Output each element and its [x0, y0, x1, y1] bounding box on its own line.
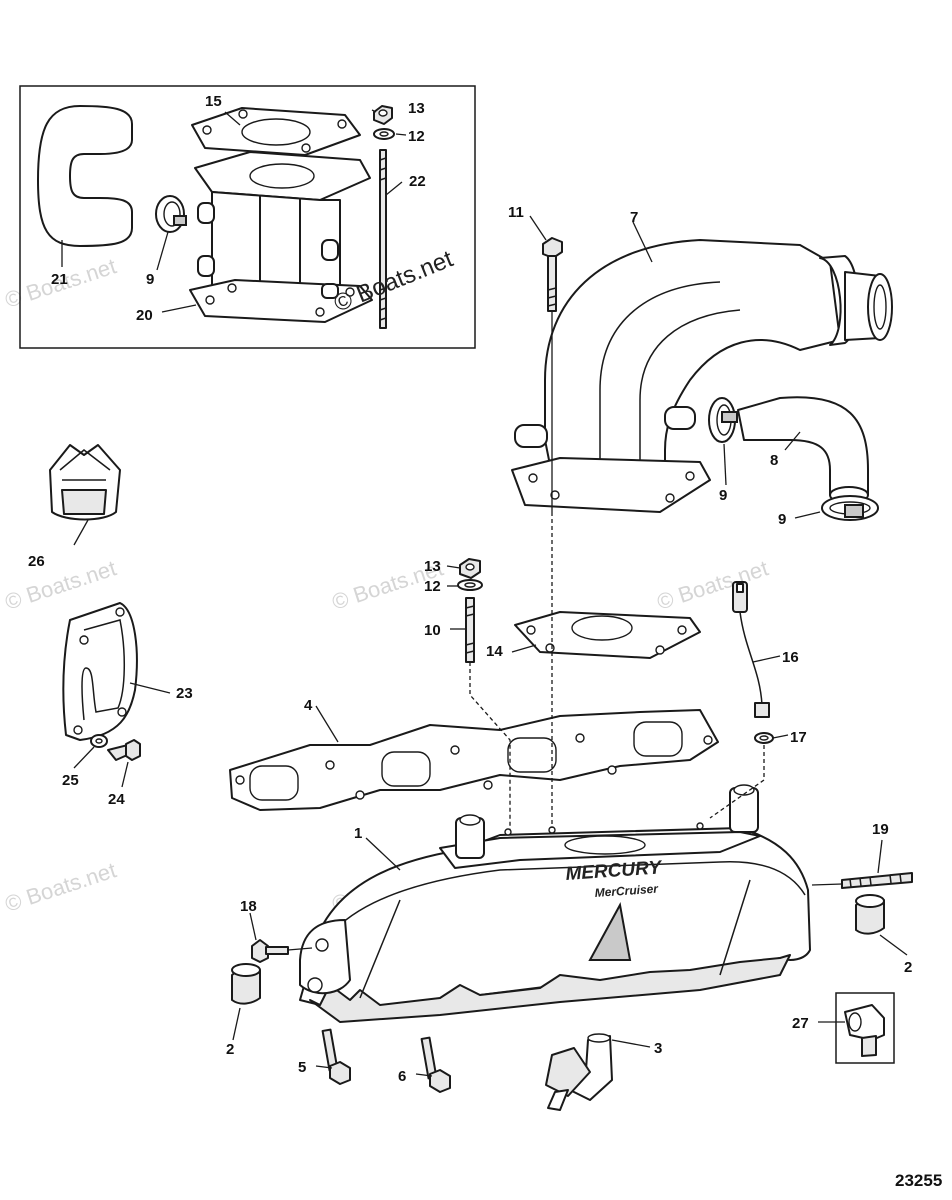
- gasket-23: [62, 602, 138, 741]
- callout-2-right: 2: [904, 959, 912, 976]
- gasket-14: [514, 611, 701, 659]
- hose-8: [737, 396, 869, 504]
- nut-13-inset: [373, 105, 393, 125]
- callout-25: 25: [62, 772, 79, 789]
- stud-22: [379, 149, 387, 329]
- gasket-15: [191, 107, 361, 156]
- clamp-9-inset: [155, 195, 187, 233]
- bolt-5: [321, 1028, 351, 1085]
- clamp-9-upper: [708, 397, 738, 443]
- inset-frame: [19, 85, 476, 349]
- plug-2-right: [855, 894, 885, 935]
- exhaust-manifold-1: MERCURY MerCruiser: [299, 784, 811, 1023]
- bolt-11: [542, 237, 563, 312]
- sensor-16: [732, 581, 770, 718]
- callout-11: 11: [508, 204, 524, 221]
- exhaust-elbow-7: [511, 239, 893, 513]
- stud-10: [465, 597, 475, 663]
- hose-21: [37, 105, 133, 247]
- watermark-inset: © Boats.net: [330, 245, 457, 317]
- callout-2-left: 2: [226, 1041, 234, 1058]
- callout-27: 27: [792, 1015, 809, 1032]
- nut-13: [459, 558, 481, 579]
- elbow-fitting-27: [844, 1004, 885, 1057]
- plug-2-left: [231, 963, 261, 1005]
- callout-13: 13: [424, 558, 441, 575]
- callout-23: 23: [176, 685, 193, 702]
- callout-13-inset: 13: [408, 100, 425, 117]
- callout-5: 5: [298, 1059, 306, 1076]
- washer-12: [457, 579, 483, 591]
- callout-6: 6: [398, 1068, 406, 1085]
- callout-24: 24: [108, 791, 125, 808]
- callout-19: 19: [872, 821, 889, 838]
- callout-10: 10: [424, 622, 441, 639]
- watermark: © Boats.net: [2, 555, 119, 614]
- o-ring-17: [754, 732, 774, 744]
- inset-frame-27: [835, 992, 895, 1064]
- stud-19: [841, 872, 913, 889]
- watermark: © Boats.net: [2, 857, 119, 916]
- callout-12-inset: 12: [408, 128, 425, 145]
- leader-lines: [61, 109, 908, 1077]
- callout-4: 4: [304, 697, 313, 714]
- cover-26: [49, 444, 121, 521]
- callout-22: 22: [409, 173, 426, 190]
- washer-12-inset: [373, 128, 395, 140]
- callout-12: 12: [424, 578, 441, 595]
- callout-14: 14: [486, 643, 503, 660]
- callout-26: 26: [28, 553, 45, 570]
- callouts: 15 13 12 22 21 9 20 11 7 8 9 9 26 13 12 …: [28, 93, 912, 1085]
- gasket-4: [229, 709, 719, 811]
- bolt-24: [107, 739, 141, 761]
- watermark: © Boats.net: [654, 555, 771, 614]
- fitting-3: [545, 1033, 613, 1111]
- callout-9-inset: 9: [146, 271, 154, 288]
- clamp-9-lower: [821, 495, 879, 521]
- callout-9-lower: 9: [778, 511, 786, 528]
- bolt-6: [420, 1036, 451, 1093]
- callout-9-upper: 9: [719, 487, 727, 504]
- washer-25: [90, 734, 108, 748]
- callout-7: 7: [630, 209, 638, 226]
- callout-20: 20: [136, 307, 153, 324]
- bolt-18: [251, 939, 289, 963]
- callout-15: 15: [205, 93, 222, 110]
- callout-18: 18: [240, 898, 257, 915]
- callout-21: 21: [51, 271, 68, 288]
- callout-3: 3: [654, 1040, 662, 1057]
- callout-1: 1: [354, 825, 362, 842]
- riser-20: [189, 151, 373, 323]
- brand-logo-bottom: MerCruiser: [594, 882, 660, 900]
- figure-number: 23255: [895, 1171, 942, 1190]
- callout-17: 17: [790, 729, 807, 746]
- callout-8: 8: [770, 452, 778, 469]
- callout-16: 16: [782, 649, 799, 666]
